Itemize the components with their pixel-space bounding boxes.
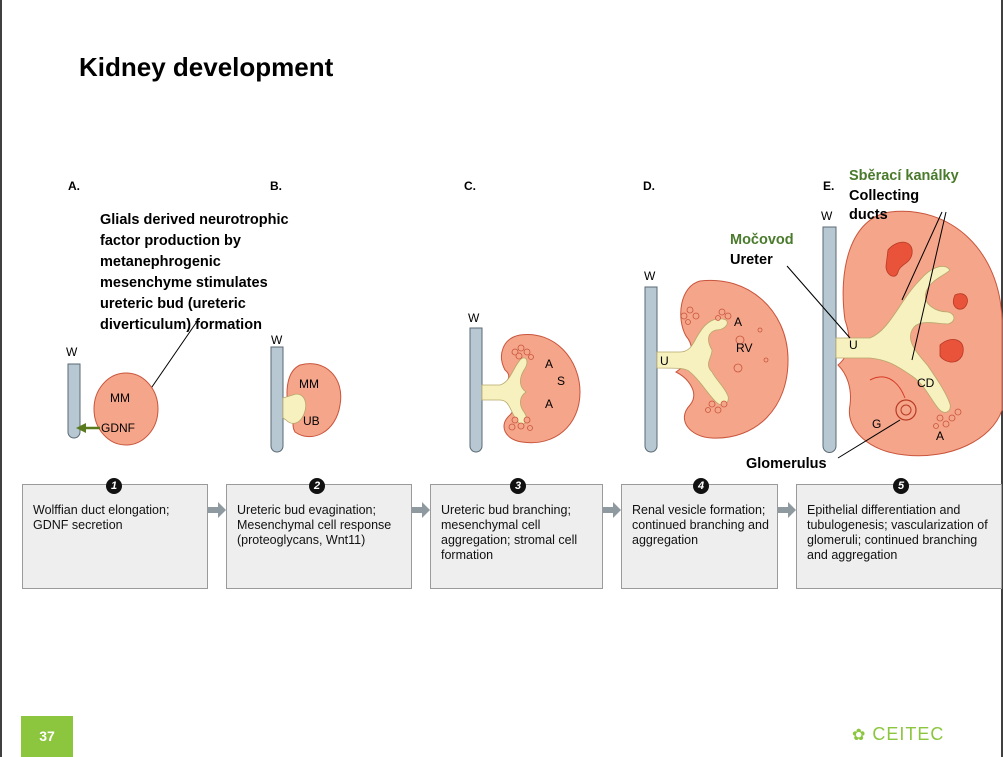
slide-title: Kidney development — [79, 52, 334, 82]
cell-aggregates — [508, 344, 534, 431]
panel-e-cd-label: CD — [917, 376, 935, 390]
gdnf-note-line: diverticulum) formation — [100, 317, 262, 333]
panel-b-letter: B. — [270, 179, 282, 193]
panel-d: W U A RV — [644, 269, 789, 453]
panel-d-rv-label: RV — [736, 341, 752, 355]
step-text: Epithelial differentiation and tubulogen… — [807, 503, 988, 562]
metanephric-mesenchyme — [837, 210, 1003, 457]
collecting-pointer-line — [901, 211, 943, 301]
mocovod-label: Močovod — [730, 232, 794, 248]
ureter-pointer-line — [786, 265, 851, 339]
gdnf-note-line: Glials derived neurotrophic — [100, 212, 289, 228]
panel-a-w-label: W — [66, 345, 78, 359]
nephron — [885, 241, 913, 277]
blood-vessel — [869, 376, 906, 399]
wolffian-duct — [644, 286, 658, 453]
panel-e-letter: E. — [823, 179, 834, 193]
branching-bud — [656, 318, 729, 406]
panel-e-u-label: U — [849, 338, 858, 352]
gdnf-arrow-head — [76, 423, 86, 433]
metanephric-mesenchyme — [93, 372, 159, 446]
nephron — [939, 339, 964, 363]
panel-c-letter: C. — [464, 179, 476, 193]
gdnf-note-line: factor production by — [100, 233, 241, 249]
arrow-icon — [603, 502, 621, 518]
step-text: Wolffian duct elongation; GDNF secretion — [33, 503, 170, 532]
panel-d-letter: D. — [643, 179, 655, 193]
arrow-icon — [412, 502, 430, 518]
ducts-label: ducts — [849, 207, 888, 223]
panel-c-s-label: S — [557, 374, 565, 388]
step-text: Renal vesicle formation; continued branc… — [632, 503, 769, 547]
gdnf-pointer-line — [142, 319, 199, 401]
panel-c-w-label: W — [468, 311, 480, 325]
arrow-icon — [778, 502, 796, 518]
glomerulus — [895, 399, 917, 421]
step-box-5: Epithelial differentiation and tubulogen… — [796, 484, 1002, 589]
wolffian-duct — [270, 346, 284, 453]
logo-icon: ✿ — [852, 727, 867, 744]
gdnf-note-line: mesenchyme stimulates — [100, 275, 268, 291]
panel-b-w-label: W — [271, 333, 283, 347]
metanephric-mesenchyme — [675, 279, 789, 439]
cell-aggregates — [680, 306, 769, 414]
glomerulus-label: Glomerulus — [746, 456, 827, 472]
collecting-pointer-line — [911, 211, 947, 361]
wolffian-duct — [67, 363, 81, 439]
step-box-4: Renal vesicle formation; continued branc… — [621, 484, 778, 589]
step-number-5: 5 — [893, 478, 909, 494]
panel-d-w-label: W — [644, 269, 656, 283]
panel-e-g-label: G — [872, 417, 881, 431]
panel-d-u-label: U — [660, 354, 669, 368]
step-number-2: 2 — [309, 478, 325, 494]
page-number: 37 — [21, 716, 73, 757]
panel-d-a-label: A — [734, 315, 742, 329]
step-number-1: 1 — [106, 478, 122, 494]
arrow-icon — [208, 502, 226, 518]
panel-b: W MM UB — [270, 333, 342, 453]
step-text: Ureteric bud branching; mesenchymal cell… — [441, 503, 578, 562]
panel-e-a-label: A — [936, 429, 944, 443]
panel-c: W A S A — [468, 311, 581, 453]
logo-text: CEITEC — [872, 724, 945, 744]
step-text: Ureteric bud evagination; Mesenchymal ce… — [237, 503, 392, 547]
collecting-label: Collecting — [849, 188, 919, 204]
step-box-3: Ureteric bud branching; mesenchymal cell… — [430, 484, 603, 589]
panel-a-letter: A. — [68, 179, 80, 193]
panel-c-a2-label: A — [545, 397, 553, 411]
step-number-3: 3 — [510, 478, 526, 494]
step-arrows — [208, 502, 796, 518]
nephron — [953, 293, 968, 310]
gdnf-note: Glials derived neurotrophic factor produ… — [100, 212, 289, 333]
panel-e: W U CD G A — [821, 209, 1003, 457]
gdnf-note-line: ureteric bud (ureteric — [100, 296, 246, 312]
panel-a: W MM GDNF — [66, 345, 159, 446]
panel-a-gdnf-label: GDNF — [101, 421, 135, 435]
panel-a-mm-label: MM — [110, 391, 130, 405]
ceitec-logo: ✿ CEITEC — [852, 724, 944, 745]
wolffian-duct — [469, 327, 483, 453]
gdnf-note-line: metanephrogenic — [100, 254, 221, 270]
ureter-label: Ureter — [730, 252, 773, 268]
sberaci-label: Sběrací kanálky — [849, 168, 959, 184]
wolffian-duct — [822, 226, 837, 453]
step-box-2: Ureteric bud evagination; Mesenchymal ce… — [226, 484, 412, 589]
panel-b-mm-label: MM — [299, 377, 319, 391]
panel-c-a-label: A — [545, 357, 553, 371]
step-number-4: 4 — [693, 478, 709, 494]
collecting-ducts — [835, 266, 955, 413]
step-box-1: Wolffian duct elongation; GDNF secretion — [22, 484, 208, 589]
ureteric-bud — [282, 393, 307, 424]
cell-aggregates — [933, 408, 962, 429]
glomerulus-pointer-line — [837, 419, 901, 459]
panel-b-ub-label: UB — [303, 414, 320, 428]
panel-e-w-label: W — [821, 209, 833, 223]
